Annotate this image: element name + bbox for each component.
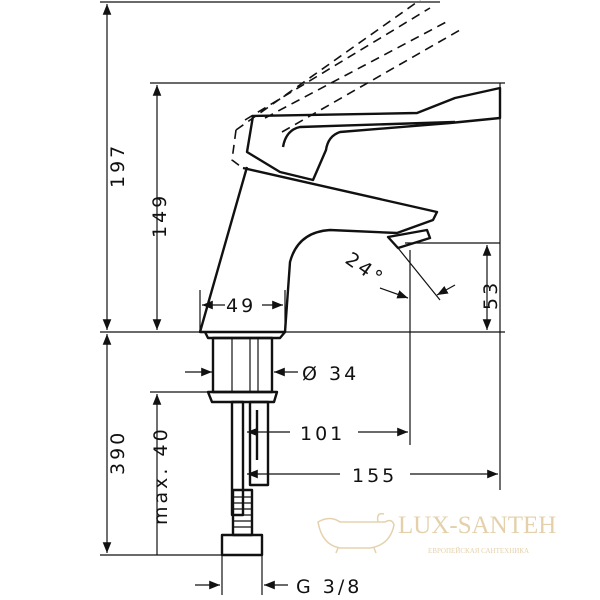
bathtub-icon	[317, 512, 395, 554]
supply-pipe-2	[248, 400, 270, 487]
lever	[245, 86, 502, 182]
label-197: 197	[107, 143, 129, 188]
faucet-body	[198, 166, 439, 334]
label-53: 53	[480, 280, 502, 310]
aerator	[386, 228, 432, 250]
label-d34: Ø 34	[302, 363, 359, 385]
faucet-outline	[198, 0, 502, 557]
label-149: 149	[149, 193, 171, 238]
fixing-nut	[206, 390, 279, 404]
shank	[211, 336, 274, 394]
lever-open-position	[231, 0, 461, 167]
label-24deg: 24°	[341, 248, 389, 291]
label-g38: G 3/8	[296, 576, 362, 598]
connection-nut	[220, 533, 264, 557]
watermark-logo: LUX-SANTEH ЕВРОПЕЙСКАЯ САНТЕХНИКА	[317, 512, 556, 555]
label-max40: max. 40	[150, 426, 172, 525]
watermark-tagline: ЕВРОПЕЙСКАЯ САНТЕХНИКА	[428, 547, 529, 555]
label-49: 49	[226, 295, 256, 317]
label-101: 101	[300, 423, 345, 445]
label-155: 155	[352, 465, 397, 487]
watermark-brand: LUX-SANTEH	[398, 512, 556, 539]
dimension-lines	[102, 3, 498, 590]
label-390: 390	[107, 430, 129, 475]
extension-lines	[100, 1, 505, 595]
